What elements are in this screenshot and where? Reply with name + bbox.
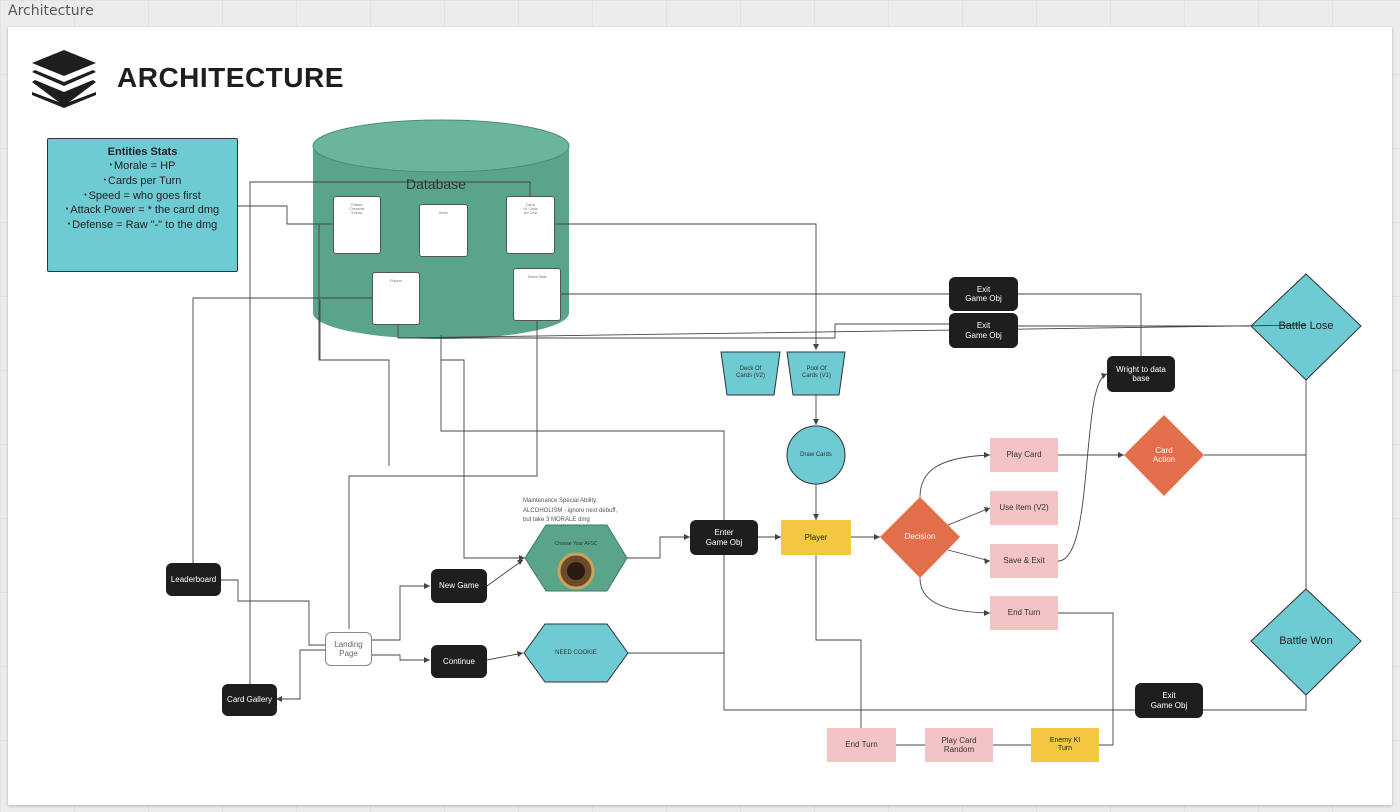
stats-item: Attack Power = * the card dmg bbox=[48, 203, 237, 218]
enemy-ki-turn-node[interactable]: Enemy KI Turn bbox=[1031, 728, 1099, 762]
end-turn-bottom-node[interactable]: End Turn bbox=[827, 728, 896, 762]
leaderboard-node[interactable]: Leaderboard bbox=[166, 563, 221, 596]
use-item-node[interactable]: Use Item (V2) bbox=[990, 491, 1058, 525]
need-cookie-label[interactable]: NEED COOKIE bbox=[555, 649, 597, 656]
stats-item: Speed = who goes first bbox=[48, 189, 237, 204]
wright-db-node[interactable]: Wright to data base bbox=[1107, 356, 1175, 392]
end-turn-top-node[interactable]: End Turn bbox=[990, 596, 1058, 630]
decision-label[interactable]: Decision bbox=[904, 532, 936, 542]
ability-note: Maintenance Special Ability: ALCOHOLISM … bbox=[523, 498, 618, 523]
player-node[interactable]: Player bbox=[781, 520, 851, 555]
db-table-cards[interactable]: Cards V4 Cards per Char bbox=[506, 196, 555, 254]
pool-of-cards-label[interactable]: Pool Of Cards (V1) bbox=[801, 366, 831, 379]
save-exit-node[interactable]: Save & Exit bbox=[990, 544, 1058, 578]
entities-stats-box[interactable]: Entities Stats Morale = HP Cards per Tur… bbox=[47, 138, 238, 272]
battle-won-label[interactable]: Battle Won bbox=[1279, 634, 1333, 647]
deck-of-cards-label[interactable]: Deck Of Cards (V2) bbox=[735, 366, 765, 379]
card-gallery-node[interactable]: Card Gallery bbox=[222, 684, 277, 716]
continue-node[interactable]: Continue bbox=[431, 645, 487, 678]
database-label: Database bbox=[406, 176, 466, 192]
stats-heading: Entities Stats bbox=[107, 146, 178, 158]
db-table-entities[interactable]: Entities Character Enemy bbox=[333, 196, 381, 254]
page-title: ARCHITECTURE bbox=[117, 62, 344, 93]
exit-game-node-2[interactable]: Exit Game Obj bbox=[949, 313, 1018, 348]
exit-game-node-1[interactable]: Exit Game Obj bbox=[949, 277, 1018, 311]
play-card-random-node[interactable]: Play Card Random bbox=[925, 728, 993, 762]
landing-page-node[interactable]: Landing Page bbox=[325, 632, 372, 666]
db-table-status[interactable]: Status Stats bbox=[513, 268, 561, 321]
card-action-label[interactable]: Card Action bbox=[1152, 445, 1176, 464]
stats-item: Cards per Turn bbox=[48, 174, 237, 189]
stats-item: Morale = HP bbox=[48, 159, 237, 174]
exit-game-node-3[interactable]: Exit Game Obj bbox=[1135, 683, 1203, 718]
db-table-items[interactable]: Items bbox=[419, 204, 468, 257]
draw-cards-label[interactable]: Draw Cards bbox=[800, 451, 832, 458]
battle-lose-label[interactable]: Battle Lose bbox=[1278, 319, 1334, 332]
choose-afsc-label[interactable]: Choose Your AFSC bbox=[554, 541, 598, 548]
db-table-players[interactable]: Players bbox=[372, 272, 420, 325]
new-game-node[interactable]: New Game bbox=[431, 569, 487, 603]
stats-item: Defense = Raw "-" to the dmg bbox=[48, 218, 237, 233]
play-card-node[interactable]: Play Card bbox=[990, 438, 1058, 472]
board-tab-title[interactable]: Architecture bbox=[8, 3, 94, 19]
enter-game-node[interactable]: Enter Game Obj bbox=[690, 520, 758, 555]
